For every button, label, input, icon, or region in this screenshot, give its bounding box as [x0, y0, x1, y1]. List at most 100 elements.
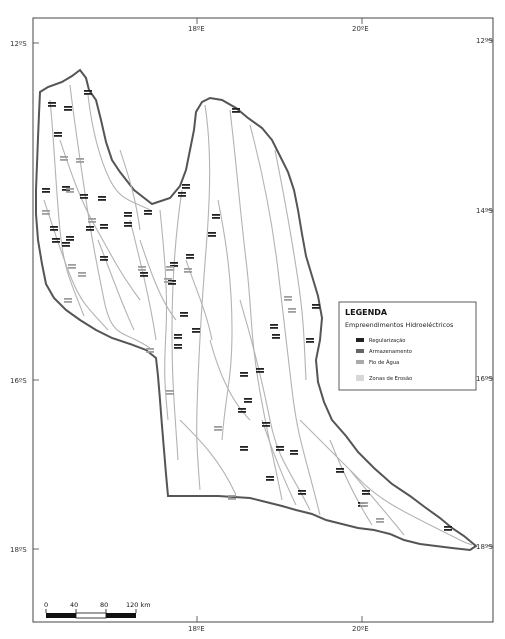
dam-regularizacao-symbol [182, 184, 190, 189]
lat-label-right-12s: 12ºS [476, 37, 493, 45]
legend-label-fio-de-agua: Fio de Água [369, 359, 399, 366]
legend-swatch-regularizacao [356, 338, 364, 342]
lon-label-bottom-18e: 18ºE [188, 625, 205, 633]
legend-label-regularizacao: Regularização [369, 338, 405, 344]
lat-label-left-18s: 18ºS [10, 546, 27, 554]
dam-regularizacao-symbol [444, 526, 452, 531]
dam-regularizacao-symbol [240, 446, 248, 451]
dam-regularizacao-symbol [186, 254, 194, 259]
dam-regularizacao-symbol [212, 214, 220, 219]
dam-fio-de-agua-symbol [68, 264, 76, 269]
legend: LEGENDA Empreendimentos Hidroeléctricos … [338, 301, 477, 391]
dam-fio-de-agua-symbol [88, 218, 96, 223]
dam-regularizacao-symbol [232, 108, 240, 113]
dam-fio-de-agua-symbol [166, 390, 174, 395]
dam-regularizacao-symbol [42, 188, 50, 193]
dam-regularizacao-symbol [80, 194, 88, 199]
legend-box [338, 301, 477, 391]
dam-fio-de-agua-symbol [284, 296, 292, 301]
scale-tick-0: 0 [44, 601, 48, 609]
legend-swatch-armazenamento [356, 349, 364, 353]
dam-regularizacao-symbol [66, 236, 74, 241]
dam-regularizacao-symbol [174, 344, 182, 349]
dam-regularizacao-symbol [262, 422, 270, 427]
dam-regularizacao-symbol [178, 192, 186, 197]
legend-swatch-fio-de-agua [356, 360, 364, 364]
lat-label-left-16s: 16ºS [10, 377, 27, 385]
dam-fio-de-agua-symbol [166, 266, 174, 271]
dam-regularizacao-symbol [52, 238, 60, 243]
dam-regularizacao-symbol [240, 372, 248, 377]
dam-regularizacao-symbol [298, 490, 306, 495]
dam-fio-de-agua-symbol [64, 298, 72, 303]
dam-regularizacao-symbol [54, 132, 62, 137]
dam-fio-de-agua-symbol [66, 188, 74, 193]
lon-label-bottom-20e: 20ºE [352, 625, 369, 633]
dam-regularizacao-symbol [124, 222, 132, 227]
scale-tick-40: 40 [70, 601, 78, 609]
dam-fio-de-agua-symbol [146, 348, 154, 353]
map-frame [32, 17, 494, 623]
dam-fio-de-agua-symbol [214, 426, 222, 431]
dam-regularizacao-symbol [336, 468, 344, 473]
legend-label-zonas-de-erosao: Zonas de Erosão [369, 376, 412, 382]
dam-regularizacao-symbol [238, 408, 246, 413]
dam-regularizacao-symbol [86, 226, 94, 231]
dam-fio-de-agua-symbol [42, 210, 50, 215]
dam-regularizacao-symbol [312, 304, 320, 309]
dam-symbols [42, 90, 452, 531]
dam-regularizacao-symbol [174, 334, 182, 339]
dam-regularizacao-symbol [272, 334, 280, 339]
scale-tick-120-km: 120 km [126, 601, 151, 609]
dam-regularizacao-symbol [50, 226, 58, 231]
dam-regularizacao-symbol [180, 312, 188, 317]
lat-label-right-16s: 16ºS [476, 375, 493, 383]
dam-fio-de-agua-symbol [164, 278, 172, 283]
dam-regularizacao-symbol [144, 210, 152, 215]
dam-regularizacao-symbol [362, 490, 370, 495]
lat-label-left-12s: 12ºS [10, 40, 27, 48]
dam-fio-de-agua-symbol [60, 156, 68, 161]
dam-regularizacao-symbol [290, 450, 298, 455]
dam-regularizacao-symbol [48, 102, 56, 107]
dam-regularizacao-symbol [62, 186, 70, 191]
scale-tick-80: 80 [100, 601, 108, 609]
legend-label-armazenamento: Armazenamento [369, 349, 412, 355]
dam-regularizacao-symbol [270, 324, 278, 329]
dam-regularizacao-symbol [170, 262, 178, 267]
dam-regularizacao-symbol [98, 196, 106, 201]
legend-title: LEGENDA [345, 308, 388, 317]
dam-fio-de-agua-symbol [288, 308, 296, 313]
dam-fio-de-agua-symbol [228, 495, 236, 500]
dam-regularizacao-symbol [84, 90, 92, 95]
dam-fio-de-agua-symbol [360, 502, 368, 507]
dam-fio-de-agua-symbol [376, 518, 384, 523]
scale-bar: 0 40 80 120 km [44, 601, 151, 619]
legend-subtitle: Empreendimentos Hidroeléctricos [345, 321, 454, 329]
dam-fio-de-agua-symbol [78, 272, 86, 277]
dam-regularizacao-symbol [64, 106, 72, 111]
graticule-ticks [33, 18, 493, 622]
dam-regularizacao-symbol [100, 224, 108, 229]
dam-regularizacao-symbol [208, 232, 216, 237]
dam-regularizacao-symbol [124, 212, 132, 217]
legend-swatch-zonas-de-erosao [356, 375, 364, 381]
dam-regularizacao-symbol [192, 328, 200, 333]
lon-label-top-18e: 18ºE [188, 25, 205, 33]
dam-regularizacao-symbol [276, 446, 284, 451]
dam-regularizacao-symbol [62, 242, 70, 247]
lat-label-right-18s: 18ºS [476, 543, 493, 551]
dam-regularizacao-symbol [256, 368, 264, 373]
lat-label-right-14s: 14ºS [476, 207, 493, 215]
river-network [43, 84, 473, 546]
dam-fio-de-agua-symbol [138, 266, 146, 271]
dam-regularizacao-symbol [244, 398, 252, 403]
dam-regularizacao-symbol [168, 280, 176, 285]
dam-regularizacao-symbol [140, 272, 148, 277]
lon-label-top-20e: 20ºE [352, 25, 369, 33]
dam-fio-de-agua-symbol [76, 158, 84, 163]
dam-regularizacao-symbol [100, 256, 108, 261]
dam-regularizacao-symbol [266, 476, 274, 481]
